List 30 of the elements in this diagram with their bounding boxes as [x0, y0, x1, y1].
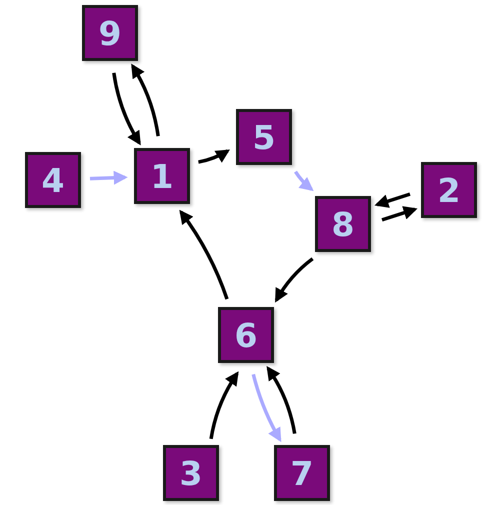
node-box [163, 445, 219, 501]
node-label: 8 [332, 208, 354, 240]
arrow [131, 64, 160, 136]
node-box [25, 152, 81, 208]
arrow [381, 206, 418, 222]
node-box [315, 196, 371, 252]
node-label: 6 [234, 318, 258, 352]
node-label: 3 [180, 456, 202, 490]
node-label: 5 [252, 120, 276, 154]
node-box [218, 307, 274, 363]
arrow [266, 366, 296, 434]
arrow [274, 257, 314, 303]
node-label: 2 [438, 174, 460, 206]
node-box [274, 445, 330, 501]
arrow [374, 192, 411, 208]
arrow [198, 149, 230, 164]
node-label: 7 [290, 456, 314, 490]
arrow [112, 72, 141, 146]
node-label: 1 [150, 160, 174, 192]
node-label: 9 [98, 16, 122, 50]
node-box [236, 109, 292, 165]
node-box [421, 162, 477, 218]
arrow [209, 371, 239, 440]
arrow [252, 374, 282, 442]
arrow [294, 170, 314, 192]
node-label: 4 [42, 164, 64, 196]
node-box [82, 5, 138, 61]
arrow [179, 210, 229, 300]
arrow [90, 170, 128, 185]
node-box [134, 148, 190, 204]
